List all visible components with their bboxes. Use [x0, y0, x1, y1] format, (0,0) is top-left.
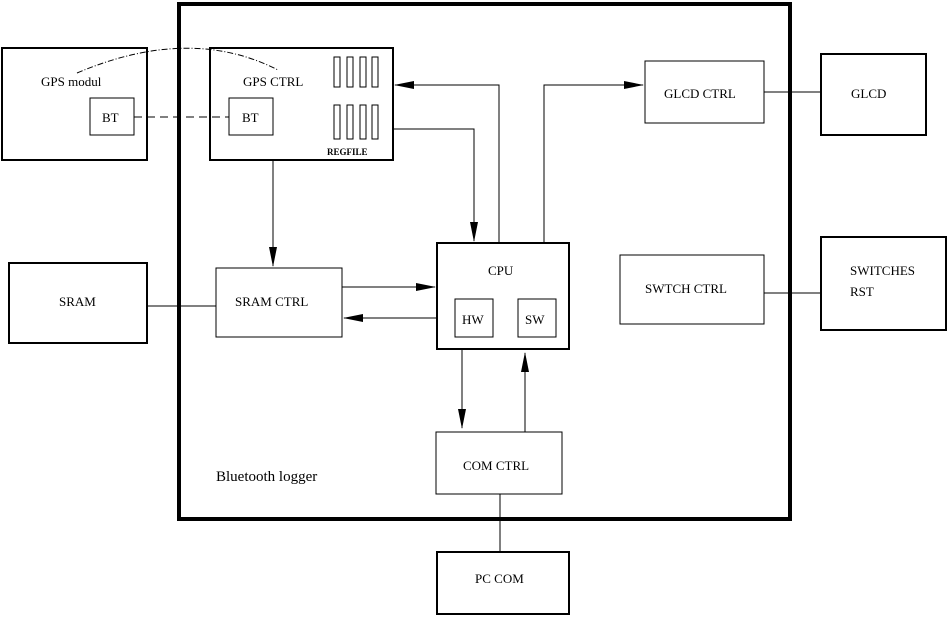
cpu-sw-label: SW: [525, 312, 545, 327]
sram-ctrl-block: SRAM CTRL: [215, 267, 343, 338]
regfile-label: REGFILE: [327, 147, 368, 157]
gps-ctrl-label: GPS CTRL: [243, 74, 303, 89]
gps-ctrl-bt-label: BT: [242, 110, 259, 125]
glcd-label: GLCD: [851, 86, 886, 101]
sram-block: SRAM: [8, 262, 148, 344]
arrow-cpu-to-glcd-ctrl: [543, 81, 644, 243]
cpu-label: CPU: [488, 263, 514, 278]
glcd-ctrl-label: GLCD CTRL: [664, 86, 736, 101]
sram-ctrl-label: SRAM CTRL: [235, 294, 308, 309]
gps-ctrl-block: GPS CTRL BT REGFILE: [209, 47, 394, 161]
glcd-ctrl-block: GLCD CTRL: [644, 60, 765, 124]
rst-label: RST: [850, 284, 874, 299]
gps-modul-label: GPS modul: [41, 74, 102, 89]
cpu-hw-label: HW: [462, 312, 484, 327]
cpu-sw-block: [517, 298, 557, 338]
arrow-cpu-to-gps-ctrl: [394, 81, 500, 243]
glcd-block: GLCD: [820, 53, 927, 136]
cpu-hw-block: [454, 298, 494, 338]
cpu-block: CPU HW SW: [436, 242, 570, 350]
switches-rst-block: SWITCHES RST: [820, 236, 947, 331]
regfile-registers: [333, 56, 379, 140]
swtch-ctrl-block: SWTCH CTRL: [619, 254, 765, 325]
gps-modul-bt-block: [89, 97, 135, 136]
container-label: Bluetooth logger: [216, 469, 317, 485]
com-ctrl-label: COM CTRL: [463, 458, 529, 473]
gps-modul-bt-label: BT: [102, 110, 119, 125]
pc-com-block: PC COM: [436, 551, 570, 615]
gps-modul-block: GPS modul BT: [1, 47, 148, 161]
arrow-gps-ctrl-to-cpu: [393, 128, 478, 242]
wireless-link-arc: [76, 47, 279, 74]
com-ctrl-block: COM CTRL: [435, 431, 563, 495]
switches-label: SWITCHES: [850, 263, 915, 278]
bluetooth-logger-container: [177, 2, 792, 521]
pc-com-label: PC COM: [475, 571, 524, 586]
sram-label: SRAM: [59, 294, 96, 309]
swtch-ctrl-label: SWTCH CTRL: [645, 281, 727, 296]
